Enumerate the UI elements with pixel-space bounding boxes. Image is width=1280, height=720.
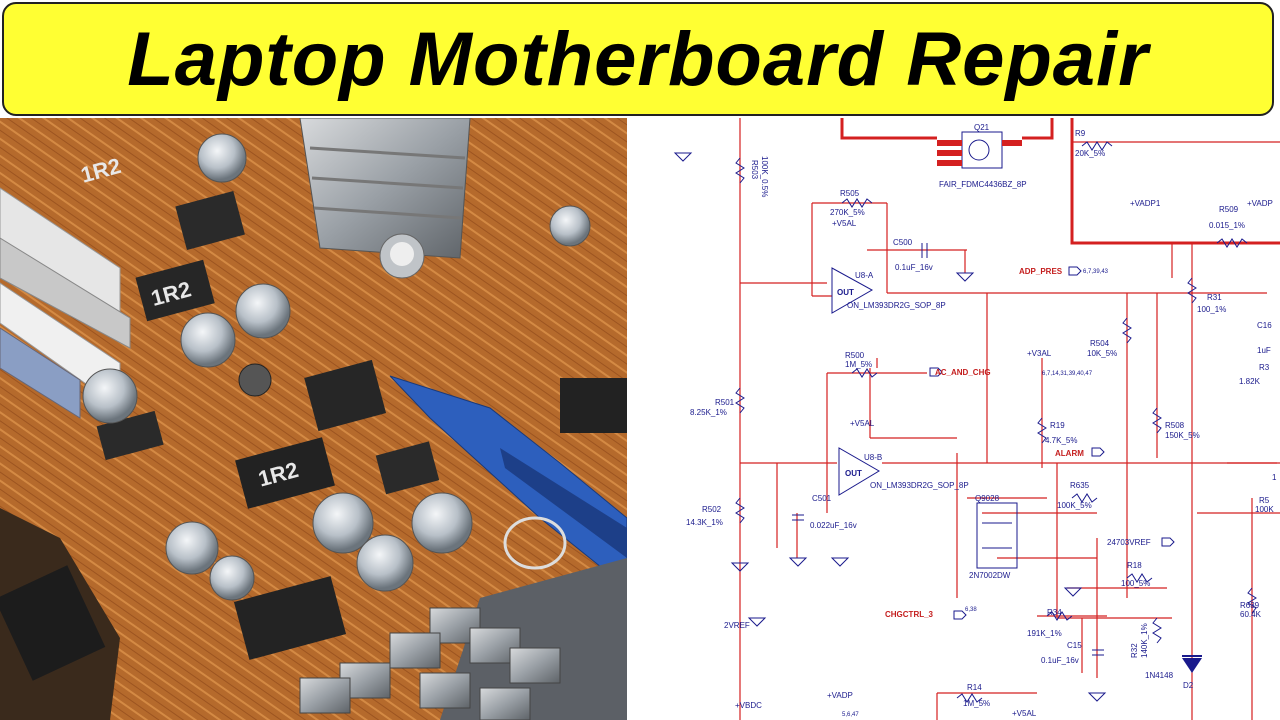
c15-ref: C15: [1067, 641, 1082, 650]
u8b-ref: U8-B: [864, 453, 882, 462]
vadp1-net: +VADP1: [1130, 199, 1161, 208]
r32-value: 140K_1%: [1140, 623, 1149, 658]
u8b-part: ON_LM393DR2G_SOP_8P: [870, 481, 969, 490]
c16-value: 1uF: [1257, 346, 1271, 355]
dimm-slots: [0, 187, 131, 419]
u8b-out: OUT: [845, 469, 862, 478]
u8a-ref: U8-A: [855, 271, 874, 280]
vref-2470-net: 24703VREF: [1107, 538, 1151, 547]
bottom-heatsink: [299, 558, 627, 720]
q9028-ref: Q9028: [975, 494, 1000, 503]
v3al-page-ref: 6,7,14,31,39,40,47: [1042, 371, 1093, 377]
r635-value: 100K_5%: [1057, 501, 1092, 510]
resistor-symbols: [735, 141, 1257, 703]
vbdc-net: +VBDC: [735, 701, 762, 710]
r5-partial-ref: R5: [1259, 496, 1270, 505]
adp-pres-net: ADP_PRES: [1019, 267, 1063, 276]
r31-value: 100_1%: [1197, 305, 1226, 314]
r501-value: 8.25K_1%: [690, 408, 727, 417]
vadp-page-ref: 5,6,47: [842, 712, 859, 718]
r639-ref: R639: [1240, 601, 1260, 610]
q21-part: FAIR_FDMC4436BZ_8P: [939, 180, 1027, 189]
ic-chips: 1R2 1R2 1R2: [78, 153, 627, 660]
mosfet-q21: Q21 FAIR_FDMC4436BZ_8P: [937, 123, 1027, 189]
r34-ref: R34: [1047, 608, 1062, 617]
adp-page-ref: 6,7,39,43: [1083, 269, 1109, 275]
r504-ref: R504: [1090, 339, 1110, 348]
diode-d2: D2 1N4148: [1145, 655, 1202, 690]
schematic-diagram: Q21 FAIR_FDMC4436BZ_8P OUT U8-A ON_LM393…: [627, 118, 1280, 720]
r635-ref: R635: [1070, 481, 1090, 490]
opamp-u8a: OUT U8-A ON_LM393DR2G_SOP_8P: [831, 267, 946, 314]
r19-value: 4.7K_5%: [1045, 436, 1077, 445]
wires: [739, 118, 1280, 720]
capacitors: [82, 133, 591, 601]
ground-symbols: [673, 152, 1107, 702]
v5al-net-bottom: +V5AL: [1012, 709, 1037, 718]
q9028-part: 2N7002DW: [969, 571, 1011, 580]
r639-value: 60.4K: [1240, 610, 1262, 619]
pcie-slot: [389, 375, 627, 589]
r505-value: 270K_5%: [830, 208, 865, 217]
r508-ref: R508: [1165, 421, 1185, 430]
r500-value: 1M_5%: [845, 360, 872, 369]
r19-ref: R19: [1050, 421, 1065, 430]
r501-ref: R501: [715, 398, 735, 407]
vadp-bottom-net: +VADP: [827, 691, 853, 700]
alarm-net: ALARM: [1055, 449, 1084, 458]
r14-value: 1M_5%: [963, 699, 990, 708]
vref2-net: 2VREF: [724, 621, 750, 630]
c15-value: 0.1uF_16v: [1041, 656, 1079, 665]
r31-ref: R31: [1207, 293, 1222, 302]
r509-value: 0.015_1%: [1209, 221, 1245, 230]
mosfet-q9028: Q9028 2N7002DW: [969, 494, 1018, 580]
c500-ref: C500: [893, 238, 913, 247]
r503-ref: R503: [750, 160, 759, 180]
u8a-out: OUT: [837, 288, 854, 297]
capacitor-symbols: [792, 243, 1104, 656]
title-text: Laptop Motherboard Repair: [127, 16, 1149, 102]
v5al-net-top: +V5AL: [832, 219, 857, 228]
u8a-part: ON_LM393DR2G_SOP_8P: [847, 301, 946, 310]
q21-ref: Q21: [974, 123, 990, 132]
r505-ref: R505: [840, 189, 860, 198]
c500-value: 0.1uF_16v: [895, 263, 933, 272]
chgctrl-net: CHGCTRL_3: [885, 610, 934, 619]
opamp-u8b: OUT U8-B ON_LM393DR2G_SOP_8P: [838, 447, 969, 496]
r509-ref: R509: [1219, 205, 1239, 214]
r9-ref: R9: [1075, 129, 1086, 138]
c501-ref: C501: [812, 494, 832, 503]
r32-ref: R32: [1130, 643, 1139, 658]
r502-value: 14.3K_1%: [686, 518, 723, 527]
r503-value: 100K_0.5%: [760, 156, 769, 197]
r9-value: 20K_5%: [1075, 149, 1105, 158]
vadp-right-net: +VADP: [1247, 199, 1273, 208]
title-banner: Laptop Motherboard Repair: [2, 2, 1274, 116]
d2-ref: D2: [1183, 681, 1194, 690]
r504-value: 10K_5%: [1087, 349, 1117, 358]
v3al-net: +V3AL: [1027, 349, 1052, 358]
r5-partial-value: 100K: [1255, 505, 1274, 514]
r34-value: 191K_1%: [1027, 629, 1062, 638]
r3-partial-value: 1.82K: [1239, 377, 1261, 386]
motherboard-photo: 1R2 1R2 1R2: [0, 118, 627, 720]
r3-partial-ref: R3: [1259, 363, 1270, 372]
r18-value: 100_5%: [1121, 579, 1150, 588]
schematic-labels: R9 20K_5% R503 100K_0.5% R505 270K_5% +V…: [686, 129, 1277, 718]
v5al-net-mid: +V5AL: [850, 419, 875, 428]
northbridge-heatsink: [299, 118, 471, 279]
c16-ref: C16: [1257, 321, 1272, 330]
r500-ref: R500: [845, 351, 865, 360]
right-partial-1: 1: [1272, 473, 1277, 482]
r14-ref: R14: [967, 683, 982, 692]
r18-ref: R18: [1127, 561, 1142, 570]
r502-ref: R502: [702, 505, 722, 514]
chg-page-ref: 6,38: [965, 607, 977, 613]
r508-value: 150K_5%: [1165, 431, 1200, 440]
ac-and-chg-net: AC_AND_CHG: [935, 368, 991, 377]
net-flags: [929, 266, 1175, 620]
d2-part: 1N4148: [1145, 671, 1174, 680]
c501-value: 0.022uF_16v: [810, 521, 857, 530]
